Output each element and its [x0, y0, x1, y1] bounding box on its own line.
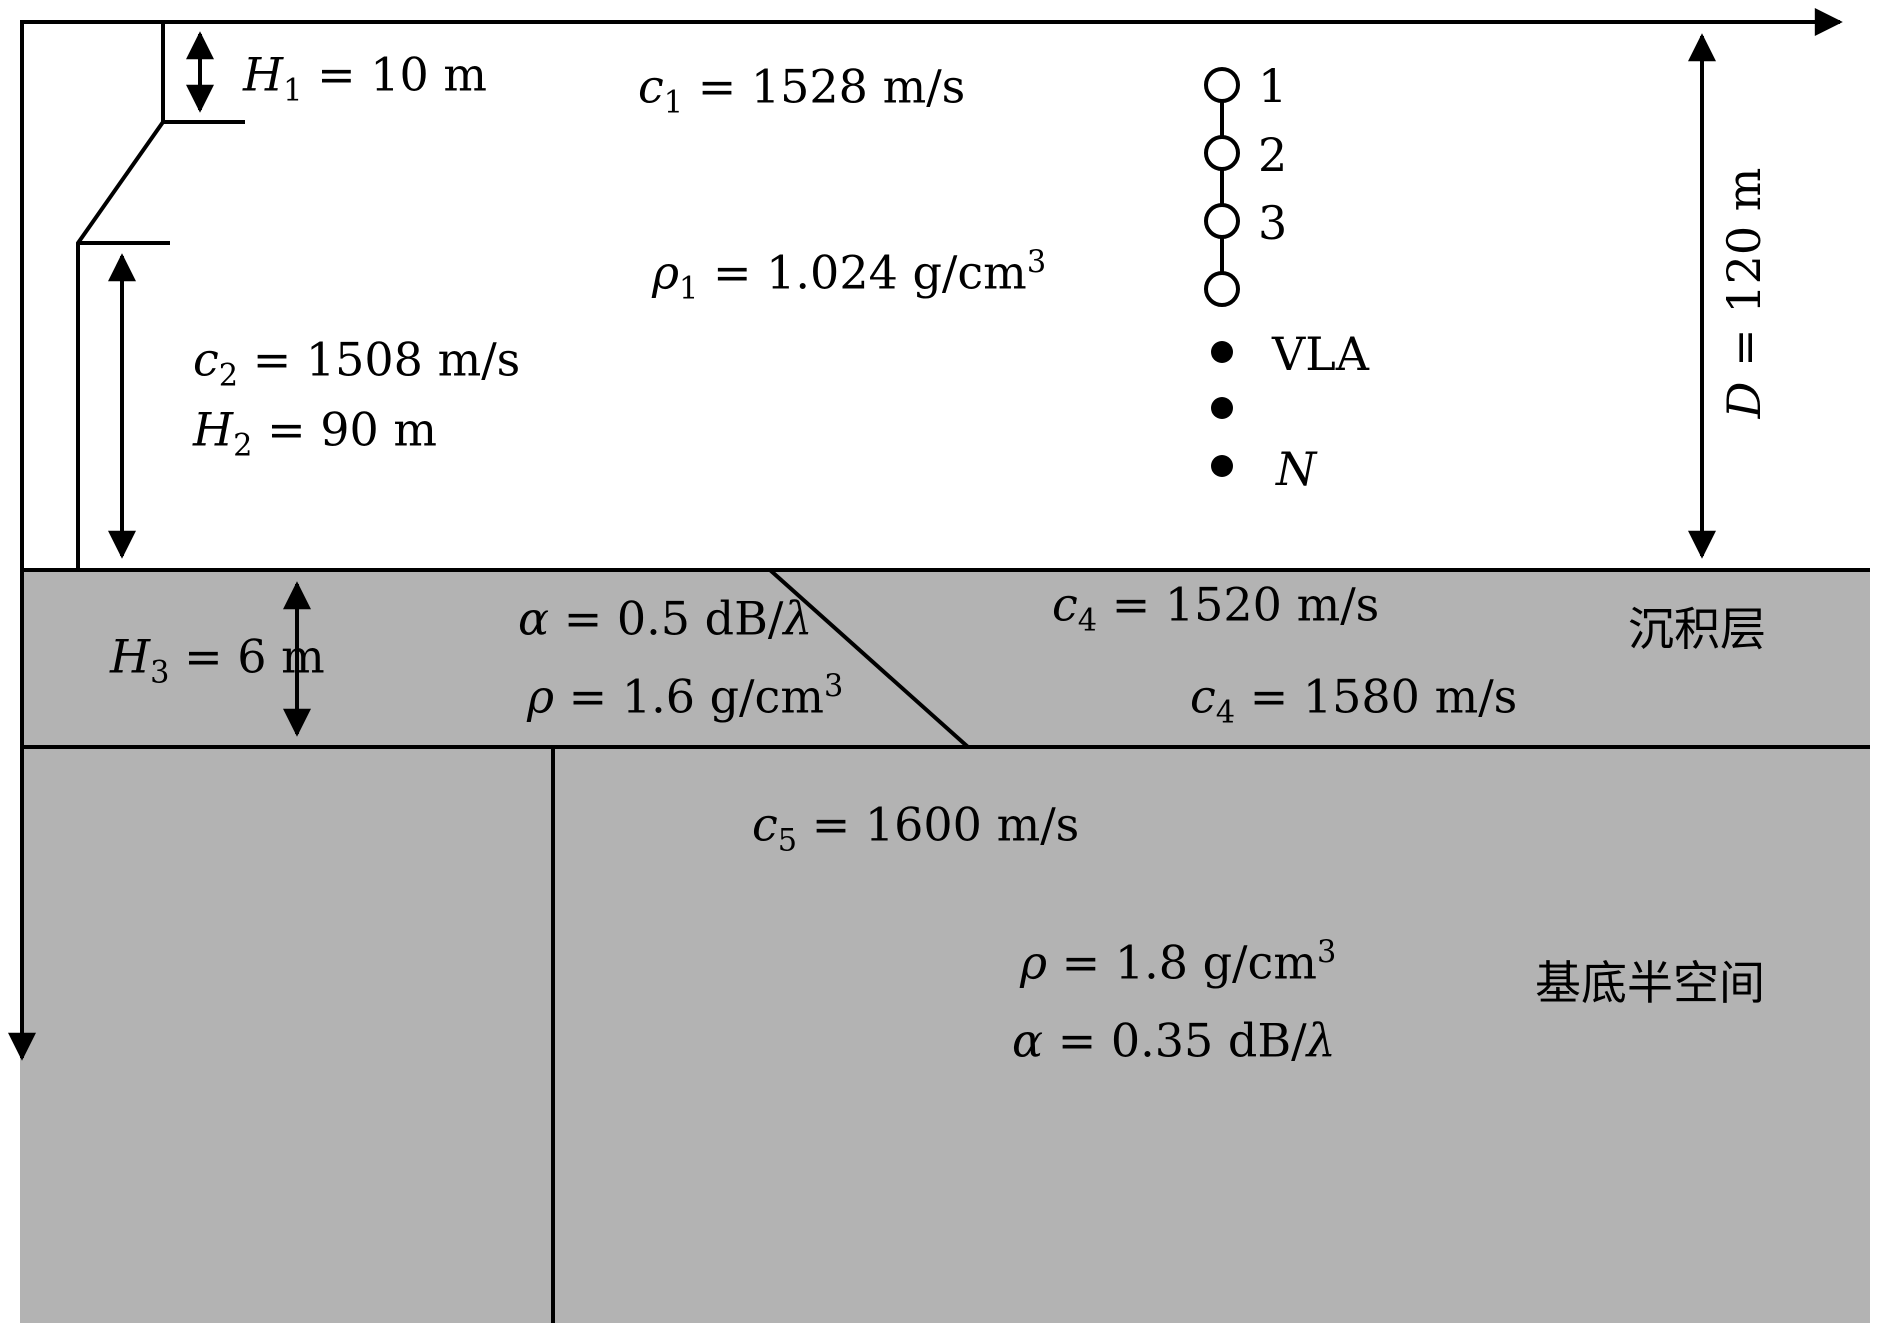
label-basement-name: 基底半空间 — [1535, 956, 1765, 1010]
label-sediment-rho: ρ = 1.6 g/cm3 — [527, 669, 844, 724]
label-n: N — [1276, 442, 1317, 496]
label-basement-rho: ρ = 1.8 g/cm3 — [1020, 935, 1337, 990]
label-c2: c2 = 1508 m/s — [193, 332, 521, 394]
label-h2: H2 = 90 m — [193, 402, 438, 464]
label-hydrophone-3: 3 — [1258, 196, 1288, 250]
label-rho1: ρ1 = 1.024 g/cm3 — [652, 245, 1047, 307]
label-sediment-name: 沉积层 — [1628, 602, 1766, 656]
hydrophone-1-circle — [1204, 67, 1240, 103]
sound-speed-profile-line — [76, 22, 165, 570]
label-hydrophone-1: 1 — [1258, 59, 1288, 113]
basement-halfspace-region — [20, 747, 1870, 1323]
label-vla: VLA — [1272, 327, 1369, 381]
hydrophone-3-circle — [1204, 203, 1240, 239]
hydrophone-4-circle — [1204, 271, 1240, 307]
water-column-region — [20, 22, 1870, 570]
sediment-layer-region — [20, 570, 1870, 747]
vla-dot-n — [1211, 455, 1233, 477]
label-c4-lower: c4 = 1580 m/s — [1190, 669, 1518, 731]
label-hydrophone-2: 2 — [1258, 128, 1288, 182]
label-c5: c5 = 1600 m/s — [752, 797, 1080, 859]
vla-dot-2 — [1211, 397, 1233, 419]
label-basement-alpha: α = 0.35 dB/λ — [1012, 1013, 1336, 1068]
label-h1: H1 = 10 m — [243, 47, 488, 109]
label-sediment-alpha: α = 0.5 dB/λ — [518, 591, 813, 646]
label-h3: H3 = 6 m — [110, 629, 325, 691]
label-depth: D = 120 m — [1717, 167, 1772, 419]
vla-dot-1 — [1211, 341, 1233, 363]
label-c1: c1 = 1528 m/s — [638, 59, 966, 121]
label-c4-upper: c4 = 1520 m/s — [1052, 577, 1380, 639]
hydrophone-2-circle — [1204, 135, 1240, 171]
sediment-wedge-line — [768, 568, 970, 749]
